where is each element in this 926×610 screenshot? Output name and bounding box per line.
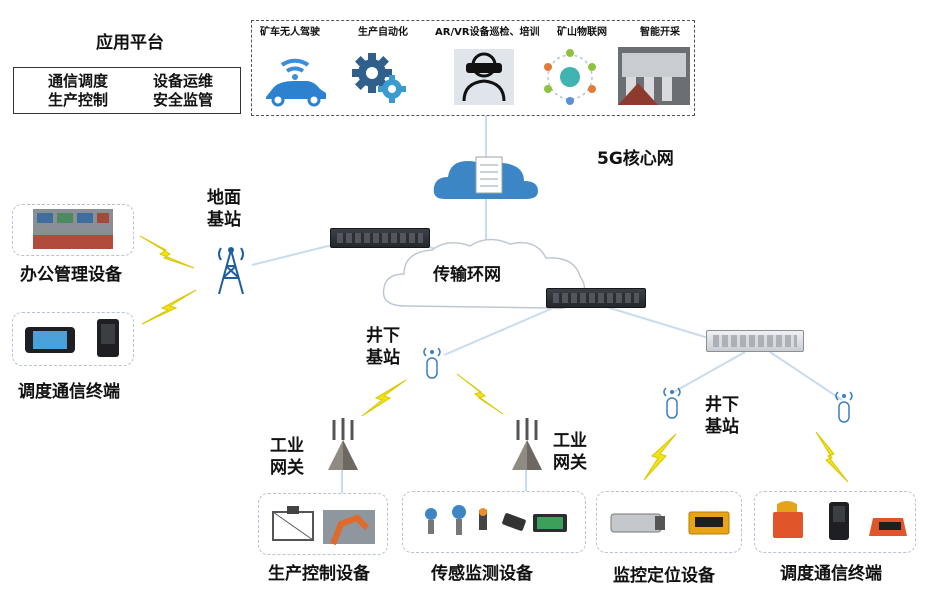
ground-station-line: 基站 [207, 210, 241, 230]
office-devices-box [12, 204, 134, 256]
sensor-icon [425, 505, 567, 535]
link-switch-ant2 [769, 351, 843, 401]
app-platform-title: 应用平台 [96, 33, 164, 53]
gateway-line: 网关 [270, 458, 304, 478]
device-group-label: 生产控制设备 [268, 564, 370, 584]
ground-station-line: 地面 [207, 188, 241, 208]
device-group-dispatch-box [754, 491, 916, 553]
gateway-icon [328, 418, 358, 470]
underground-station-line: 井下 [705, 395, 739, 415]
robot-arm-icon [272, 506, 375, 546]
app-label: 智能开采 [640, 27, 680, 38]
dispatch-terminal-left-box [12, 312, 134, 366]
app-label: 矿车无人驾驶 [260, 27, 320, 38]
gears-icon [352, 53, 406, 103]
mobile-terminal-icon [25, 319, 119, 357]
underground-station-right-label: 井下 基站 [705, 394, 739, 438]
device-group-label: 传感监测设备 [431, 564, 533, 584]
antenna-icon [663, 387, 681, 419]
app-platform-item: 安全监管 [153, 91, 214, 109]
underground-station-line: 井下 [366, 326, 400, 346]
gateway-line: 工业 [553, 431, 587, 451]
link-tower-server [251, 242, 341, 266]
applications-panel: 矿车无人驾驶 生产自动化 AR/VR设备巡检、培训 矿山物联网 智能开采 [251, 20, 695, 116]
server-right [546, 288, 646, 308]
app-platform-item: 生产控制 [48, 91, 109, 109]
antenna-icon [423, 347, 441, 379]
gateway-line: 工业 [270, 436, 304, 456]
control-room-icon [33, 209, 113, 249]
device-group-label: 监控定位设备 [613, 566, 715, 586]
industrial-gateway-right-label: 工业 网关 [553, 430, 587, 474]
wireless-bolt-icon [139, 235, 195, 269]
cell-tower-icon [218, 247, 244, 295]
underground-station-line: 基站 [705, 417, 739, 437]
ground-station-label: 地面 基站 [207, 187, 241, 231]
wireless-bolt-icon [456, 373, 504, 415]
wireless-bolt-icon [643, 433, 677, 481]
transport-ring-label: 传输环网 [433, 265, 501, 285]
underground-station-left-label: 井下 基站 [366, 325, 400, 369]
link-switch-ant1 [671, 351, 746, 394]
device-group-label: 调度通信终端 [780, 564, 882, 584]
gateway-icon [512, 418, 542, 470]
app-label: AR/VR设备巡检、培训 [435, 27, 540, 38]
app-label: 生产自动化 [358, 27, 408, 38]
antenna-icon [835, 391, 853, 423]
link-server2-switch [599, 304, 716, 341]
mining-machine-icon [618, 47, 690, 105]
switch-device [706, 330, 804, 352]
wireless-bolt-icon [361, 379, 407, 417]
device-group-monitoring-box [596, 491, 742, 553]
industrial-gateway-left-label: 工业 网关 [270, 435, 304, 479]
vr-headset-icon [454, 49, 514, 105]
camera-icon [610, 511, 730, 535]
handheld-terminal-icon [773, 501, 907, 540]
dispatch-terminal-left-label: 调度通信终端 [18, 382, 120, 402]
wireless-bolt-icon [815, 431, 849, 483]
server-left [330, 228, 430, 248]
device-group-production-box [258, 493, 388, 555]
underground-station-line: 基站 [366, 348, 400, 368]
app-platform-box: 通信调度 设备运维 生产控制 安全监管 [13, 67, 241, 114]
car-wifi-icon [266, 58, 326, 107]
core-network-label: 5G核心网 [597, 149, 674, 169]
app-platform-item: 通信调度 [48, 72, 109, 90]
app-platform-item: 设备运维 [153, 72, 214, 90]
device-group-sensing-box [402, 491, 586, 553]
gateway-line: 网关 [553, 453, 587, 473]
iot-network-icon [544, 49, 596, 105]
app-label: 矿山物联网 [557, 27, 607, 38]
cloud-server-icon [433, 156, 538, 199]
link-server2-station [443, 304, 561, 356]
office-devices-label: 办公管理设备 [20, 265, 122, 285]
wireless-bolt-icon [141, 289, 197, 325]
